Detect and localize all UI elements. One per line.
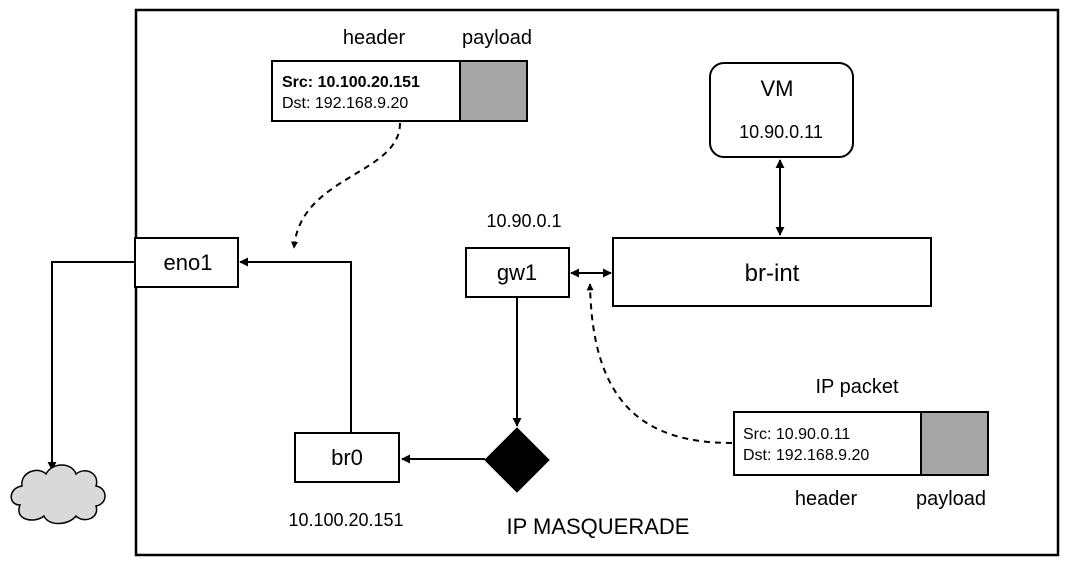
packet-top-payload-label: payload — [462, 27, 532, 49]
vm-ip: 10.90.0.11 — [739, 122, 823, 142]
gw1-box — [465, 247, 570, 298]
br-int-node: br-int — [612, 237, 932, 307]
br0-eno1-link — [239, 257, 352, 432]
packet-top-header-label: header — [343, 27, 406, 49]
packet-bottom-header-box — [733, 411, 922, 476]
vm-title: VM — [761, 76, 794, 101]
vm-box — [709, 62, 854, 158]
packet-top-dst: Dst: 192.168.9.20 — [282, 95, 408, 112]
br0-box — [294, 432, 400, 483]
br-int-box — [612, 237, 932, 307]
packet-bottom-payload-box — [920, 411, 989, 476]
eno1-cloud-link — [47, 261, 135, 471]
gw1-label: gw1 — [497, 260, 537, 285]
packet-bottom-src: Src: 10.90.0.11 — [743, 426, 850, 443]
packet-bottom-payload-label: payload — [916, 488, 986, 510]
packet-bottom-dst: Dst: 192.168.9.20 — [743, 447, 869, 464]
br-int-label: br-int — [745, 260, 800, 287]
eno1-node: eno1 — [134, 237, 239, 288]
packet-top-payload-box — [459, 60, 528, 122]
packet-top-header-box — [271, 60, 461, 122]
packet-top: Src: 10.100.20.151 Dst: 192.168.9.20 — [271, 60, 528, 122]
br0-label: br0 — [331, 445, 363, 470]
packet-top-dashed-arrow — [291, 122, 401, 249]
diamond-icon — [484, 427, 550, 493]
packet-bottom: Src: 10.90.0.11 Dst: 192.168.9.20 — [733, 411, 989, 476]
packet-bottom-header-label: header — [795, 488, 858, 510]
packet-bottom-dashed-arrow — [586, 283, 733, 444]
br0-node: br0 — [294, 432, 400, 483]
br0-ip: 10.100.20.151 — [288, 510, 403, 530]
cloud-icon — [10, 464, 106, 525]
gw1-node: gw1 — [465, 247, 570, 298]
vm-node: VM 10.90.0.11 — [709, 62, 854, 158]
packet-top-src: Src: 10.100.20.151 — [282, 74, 420, 91]
gw-ip: 10.90.0.1 — [486, 211, 561, 231]
ip-masquerade-label: IP MASQUERADE — [507, 514, 690, 539]
eno1-label: eno1 — [164, 250, 213, 275]
ip-packet-label: IP packet — [815, 376, 898, 398]
